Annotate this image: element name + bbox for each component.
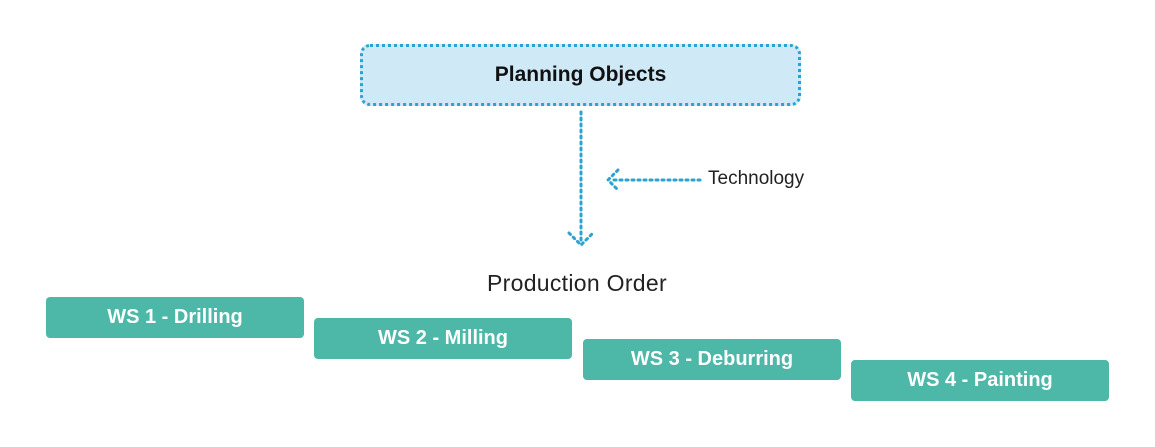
workstation-2-box: WS 2 - Milling <box>314 318 572 359</box>
workstation-4-box: WS 4 - Painting <box>851 360 1109 401</box>
planning-objects-label: Planning Objects <box>494 63 667 86</box>
workstation-1-box: WS 1 - Drilling <box>46 297 304 338</box>
workstation-1-label: WS 1 - Drilling <box>107 306 243 328</box>
down-arrow-head-icon <box>567 231 595 248</box>
workstation-4-label: WS 4 - Painting <box>907 369 1053 391</box>
production-order-label: Production Order <box>487 270 667 296</box>
workstation-3-label: WS 3 - Deburring <box>630 348 794 370</box>
planning-objects-box: Planning Objects <box>360 44 801 106</box>
workstation-3-box: WS 3 - Deburring <box>583 339 841 380</box>
left-arrow-head-icon <box>605 168 620 192</box>
technology-label: Technology <box>708 168 805 189</box>
workstation-2-label: WS 2 - Milling <box>378 327 508 349</box>
